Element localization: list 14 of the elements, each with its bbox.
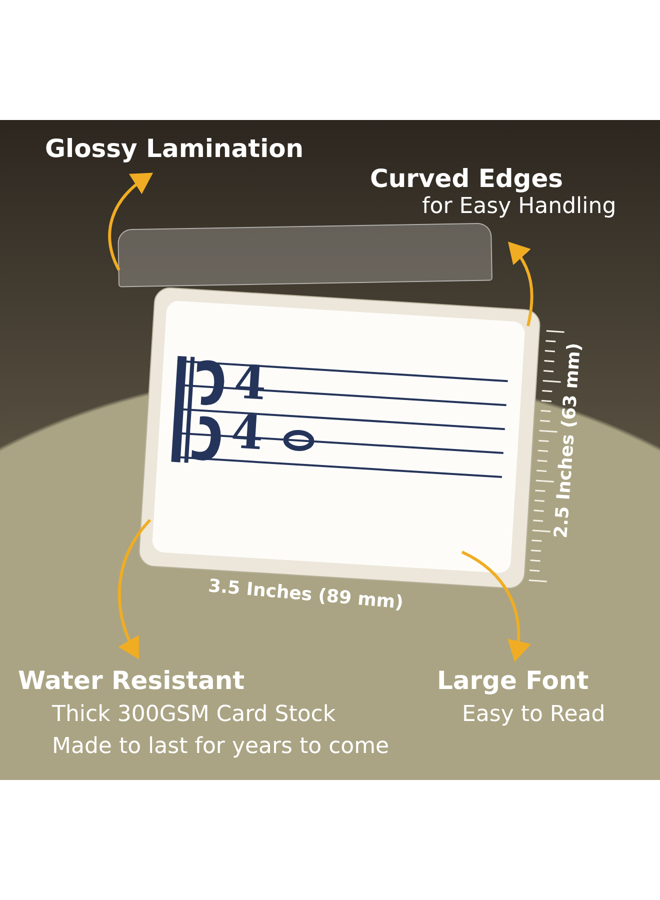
curved-arrow — [118, 519, 152, 660]
callout-heading: Curved Edges — [370, 164, 564, 193]
curved-arrow — [461, 550, 530, 662]
callout-text: Made to last for years to come — [52, 734, 390, 759]
callout-heading: Large Font — [437, 666, 589, 695]
curved-arrow — [508, 241, 534, 326]
curved-arrow — [108, 172, 153, 271]
callout-text: for Easy Handling — [422, 194, 616, 219]
dimension-label: 3.5 Inches (89 mm) — [207, 576, 404, 614]
dimension-label: 2.5 Inches (63 mm) — [550, 342, 586, 539]
callout-heading: Water Resistant — [18, 666, 245, 695]
callout-text: Thick 300GSM Card Stock — [52, 702, 336, 727]
callout-text: Easy to Read — [462, 702, 606, 727]
callout-heading: Glossy Lamination — [45, 134, 304, 163]
